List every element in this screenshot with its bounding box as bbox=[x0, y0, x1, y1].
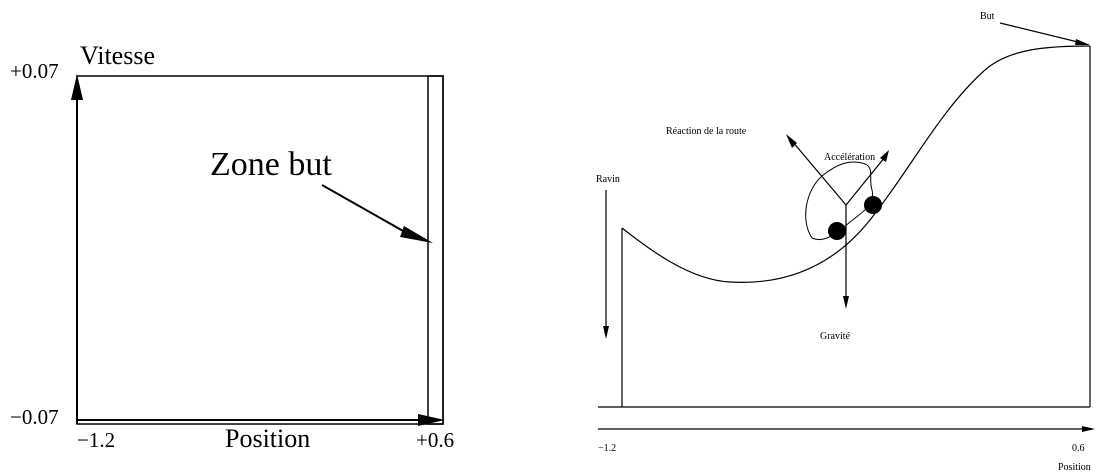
acceleration-arrow-line bbox=[845, 156, 886, 206]
acceleration-label: Accélération bbox=[824, 152, 875, 163]
goal-pointer-line bbox=[999, 22, 1083, 44]
goal-label: But bbox=[980, 11, 995, 22]
mountain-car-diagram: But Ravin Réaction de la route Accélérat… bbox=[596, 11, 1095, 473]
velocity-axis-label: Vitesse bbox=[80, 41, 155, 70]
position-axis-arrowhead-right bbox=[1082, 426, 1095, 432]
goal-zone-pointer-line bbox=[321, 184, 413, 237]
state-space-box bbox=[76, 75, 444, 425]
position-max-label-right: 0.6 bbox=[1072, 443, 1085, 454]
ravine-arrowhead bbox=[603, 326, 609, 339]
goal-zone-strip bbox=[427, 75, 444, 425]
position-axis-label: Position bbox=[225, 424, 310, 453]
ravine-label: Ravin bbox=[596, 174, 620, 185]
position-axis-label-right: Position bbox=[1058, 462, 1091, 473]
road-reaction-label: Réaction de la route bbox=[666, 126, 747, 137]
goal-zone-pointer-arrowhead bbox=[400, 226, 433, 243]
road-reaction-arrowhead bbox=[786, 134, 797, 148]
acceleration-loop bbox=[805, 161, 874, 240]
velocity-min-label: −0.07 bbox=[10, 405, 59, 429]
velocity-max-label: +0.07 bbox=[10, 59, 59, 83]
terrain-curve bbox=[621, 45, 1091, 283]
position-min-label: −1.2 bbox=[77, 428, 115, 452]
position-min-label-right: −1.2 bbox=[598, 443, 616, 454]
position-axis-arrowhead bbox=[418, 414, 445, 426]
velocity-axis-arrowhead bbox=[71, 74, 83, 100]
car-wheel-right bbox=[864, 196, 882, 214]
goal-zone-label: Zone but bbox=[210, 146, 332, 183]
road-reaction-arrow-line bbox=[791, 140, 847, 206]
car-wheel-left bbox=[828, 222, 846, 240]
gravity-arrowhead bbox=[843, 296, 849, 309]
state-space-diagram: Vitesse +0.07 −0.07 −1.2 Position +0.6 Z… bbox=[10, 41, 454, 453]
goal-pointer-arrowhead bbox=[1075, 39, 1090, 45]
acceleration-arrowhead bbox=[880, 150, 889, 162]
gravity-label: Gravité bbox=[820, 331, 851, 342]
position-max-label: +0.6 bbox=[416, 428, 454, 452]
